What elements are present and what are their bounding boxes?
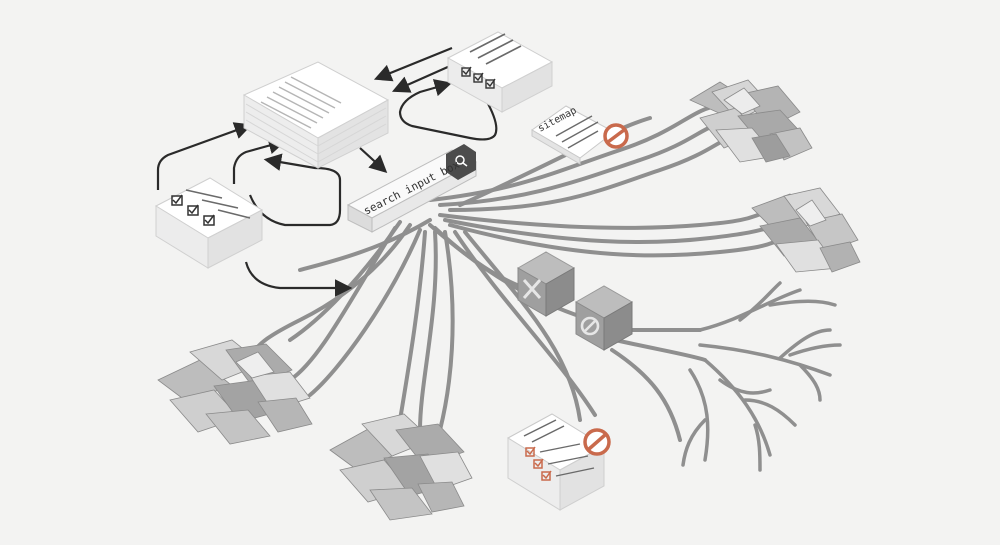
root-tree	[681, 281, 842, 472]
checkbox-icon	[525, 446, 552, 481]
crumpled-pile-left	[157, 339, 313, 445]
checklist-document-bottom	[507, 413, 611, 511]
search-button[interactable]	[446, 144, 476, 180]
crumpled-pile-top-right	[689, 79, 813, 163]
arrow-loop-to-stack	[248, 153, 342, 227]
prohibited-icon	[603, 123, 629, 149]
sitemap-document: sitemap	[531, 105, 629, 165]
checkbox-icon	[171, 194, 215, 226]
checkbox-icon	[461, 66, 496, 89]
arrow-checklist-to-stack	[156, 122, 253, 190]
gate-block-x	[516, 251, 576, 317]
checklist-stack-left	[154, 177, 264, 269]
prohibited-icon	[583, 428, 611, 456]
document-stack	[242, 61, 390, 169]
arrow-topdocs-to-stack	[373, 46, 453, 82]
flow-arrows	[156, 46, 498, 297]
arrow-stack-to-search	[359, 147, 388, 173]
gate-block-prohibited	[574, 285, 634, 351]
x-icon	[522, 279, 542, 299]
crumpled-pile-bottom	[329, 413, 473, 521]
arrow-search-to-checklist	[244, 261, 353, 297]
arrow-checklist-to-stack-2	[232, 137, 287, 184]
prohibited-icon	[580, 316, 600, 336]
crumpled-pile-right	[751, 187, 861, 273]
checklist-stack-top	[446, 31, 554, 113]
magnifier-icon	[455, 155, 468, 167]
arrow-topdocs-to-stack-2	[391, 64, 451, 93]
arrow-loop-top	[398, 79, 498, 141]
